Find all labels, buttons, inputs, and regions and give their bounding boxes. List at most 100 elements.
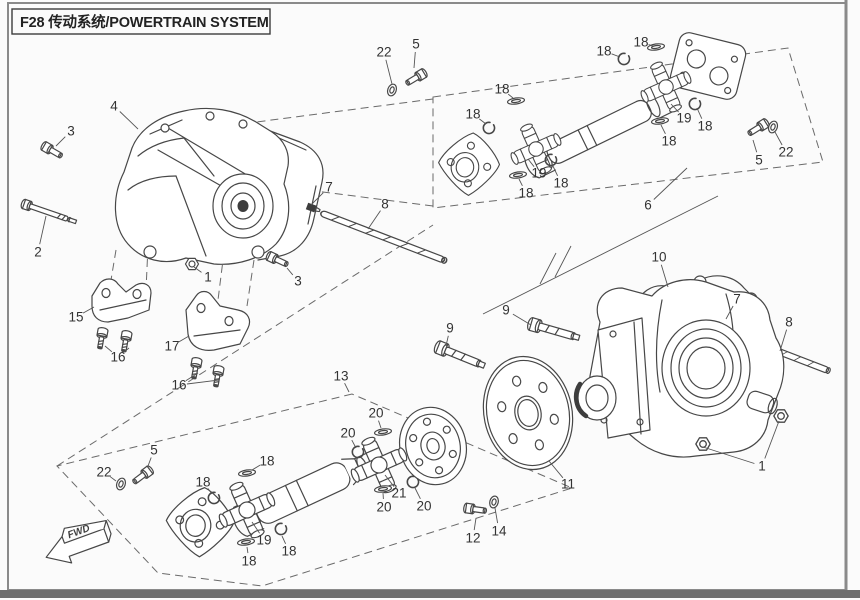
callout-leader xyxy=(518,178,523,187)
bolt-16 xyxy=(94,326,109,351)
callout-leader xyxy=(702,446,755,464)
callout-leader xyxy=(527,158,535,167)
callout-leader xyxy=(55,136,66,147)
bolt-9 xyxy=(432,339,488,373)
break-marks xyxy=(539,245,572,285)
part-callout-18: 18 xyxy=(596,44,611,59)
part-callout-20: 20 xyxy=(376,500,391,515)
part-callout-18: 18 xyxy=(697,119,712,134)
callout-leader xyxy=(479,118,487,125)
part-callout-18: 18 xyxy=(241,554,256,569)
callout-leader xyxy=(119,111,139,130)
part-callout-16: 16 xyxy=(110,350,125,365)
callout-leader xyxy=(548,460,564,479)
callout-leader xyxy=(551,163,559,176)
bolt-12 xyxy=(462,502,488,517)
callout-leader xyxy=(696,107,703,119)
shaft-rod-8 xyxy=(319,209,449,265)
part-callout-19: 19 xyxy=(531,166,546,181)
bracket-15 xyxy=(91,278,152,323)
bolt-5 xyxy=(403,67,429,89)
nut-1-front xyxy=(184,257,200,271)
assembly-boundaries xyxy=(56,47,824,587)
part-callout-18: 18 xyxy=(518,186,533,201)
part-callout-18: 18 xyxy=(259,454,274,469)
bolt-2 xyxy=(20,198,78,225)
washer-22 xyxy=(114,476,128,492)
callout-leader xyxy=(251,464,261,471)
round-flange xyxy=(399,406,467,486)
bolt-3-left xyxy=(39,140,65,162)
callout-leader xyxy=(186,379,220,385)
driveline-axis-line xyxy=(482,195,719,315)
part-callout-19: 19 xyxy=(256,533,271,548)
callout-leader xyxy=(110,476,117,482)
callout-leader xyxy=(251,521,260,534)
callout-leader xyxy=(82,306,95,314)
bracket-17 xyxy=(185,290,251,351)
part-callout-2: 2 xyxy=(34,245,42,260)
circlip-18 xyxy=(508,170,528,180)
part-callout-22: 22 xyxy=(778,145,793,160)
bolt-5 xyxy=(130,464,156,487)
bolt-5 xyxy=(745,117,772,139)
part-callout-3: 3 xyxy=(67,124,75,139)
front-propshaft-assembly xyxy=(385,32,780,199)
callout-leader xyxy=(39,215,47,245)
circlip-18 xyxy=(506,96,526,106)
callout-leader xyxy=(344,382,350,393)
front-flange xyxy=(434,129,504,199)
part-callout-15: 15 xyxy=(68,310,83,325)
callout-leader xyxy=(725,305,734,320)
callout-leader xyxy=(512,313,532,326)
part-callout-18: 18 xyxy=(553,176,568,191)
callout-leader xyxy=(207,488,213,495)
washer-22 xyxy=(766,119,780,135)
callout-leader xyxy=(414,487,421,500)
washer-14 xyxy=(487,494,501,510)
callout-leader xyxy=(660,124,666,135)
circlip-18 xyxy=(272,520,289,537)
part-callout-18: 18 xyxy=(195,475,210,490)
part-callout-18: 18 xyxy=(494,82,509,97)
callout-leader xyxy=(507,93,514,99)
part-callout-4: 4 xyxy=(110,99,118,114)
part-callout-20: 20 xyxy=(340,426,355,441)
circlip-18 xyxy=(237,468,257,478)
callout-leader xyxy=(670,103,679,113)
part-callout-9: 9 xyxy=(502,303,510,318)
page-title: F28 传动系统/POWERTRAIN SYSTEM xyxy=(20,13,269,31)
part-callout-11: 11 xyxy=(561,477,575,492)
part-callout-9: 9 xyxy=(446,321,454,336)
part-callout-5: 5 xyxy=(755,153,763,168)
part-callout-3: 3 xyxy=(294,274,302,289)
part-callout-10: 10 xyxy=(651,250,666,265)
callout-leader xyxy=(378,420,382,429)
callout-leader xyxy=(367,210,381,230)
part-callout-6: 6 xyxy=(644,198,652,213)
rear-differential xyxy=(573,275,785,458)
part-callout-7: 7 xyxy=(733,292,741,307)
nut-1 xyxy=(773,409,789,423)
callout-leader xyxy=(178,335,190,343)
part-callout-7: 7 xyxy=(325,180,333,195)
part-callout-22: 22 xyxy=(96,465,111,480)
callout-leader xyxy=(384,474,395,487)
part-callout-18: 18 xyxy=(661,134,676,149)
bolt-9 xyxy=(525,316,582,345)
part-callout-18: 18 xyxy=(465,107,480,122)
fwd-arrow: FWD xyxy=(45,519,112,564)
part-callout-19: 19 xyxy=(676,111,691,126)
circlip-20 xyxy=(373,427,393,437)
part-callout-13: 13 xyxy=(333,369,348,384)
callout-leader xyxy=(779,329,788,352)
part-callout-8: 8 xyxy=(381,197,389,212)
callout-leader xyxy=(385,59,393,85)
washer-22 xyxy=(385,82,399,98)
part-callout-1: 1 xyxy=(204,270,212,285)
connector-dash-line xyxy=(56,224,434,467)
callout-leader xyxy=(611,53,621,58)
callout-leader xyxy=(310,192,324,206)
circlip-18 xyxy=(615,50,632,67)
